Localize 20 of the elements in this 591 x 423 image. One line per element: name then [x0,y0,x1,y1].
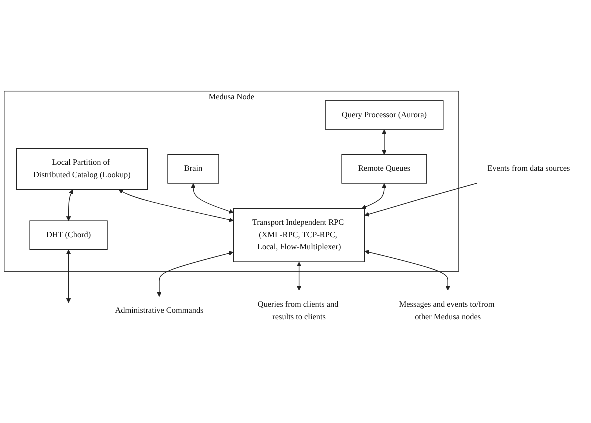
node-box: Brain [168,154,220,184]
node-text: Events from data sources [488,164,570,174]
node-text: Queries from clients and results to clients [258,300,339,322]
node-box: DHT (Chord) [30,220,108,250]
arrow [66,250,72,304]
arrow [382,130,387,156]
node-box: Local Partition of Distributed Catalog (Lookup) [16,148,148,190]
node-text: Messages and events to/from other Medusa nodes [399,300,495,322]
arrow [118,190,234,222]
arrow [362,184,387,210]
node-box: Transport Independent RPC (XML-RPC, TCP-RPC, Local, Flow-Multiplexer) [233,208,366,262]
arrow [157,251,234,298]
arrow [364,250,450,291]
node-box: Query Processor (Aurora) [325,100,444,130]
arrow [296,262,302,291]
arrow [191,184,234,214]
arrow [364,183,478,217]
node-box: Remote Queues [342,154,428,184]
arrow [66,190,74,222]
node-text: Administrative Commands [115,306,204,316]
